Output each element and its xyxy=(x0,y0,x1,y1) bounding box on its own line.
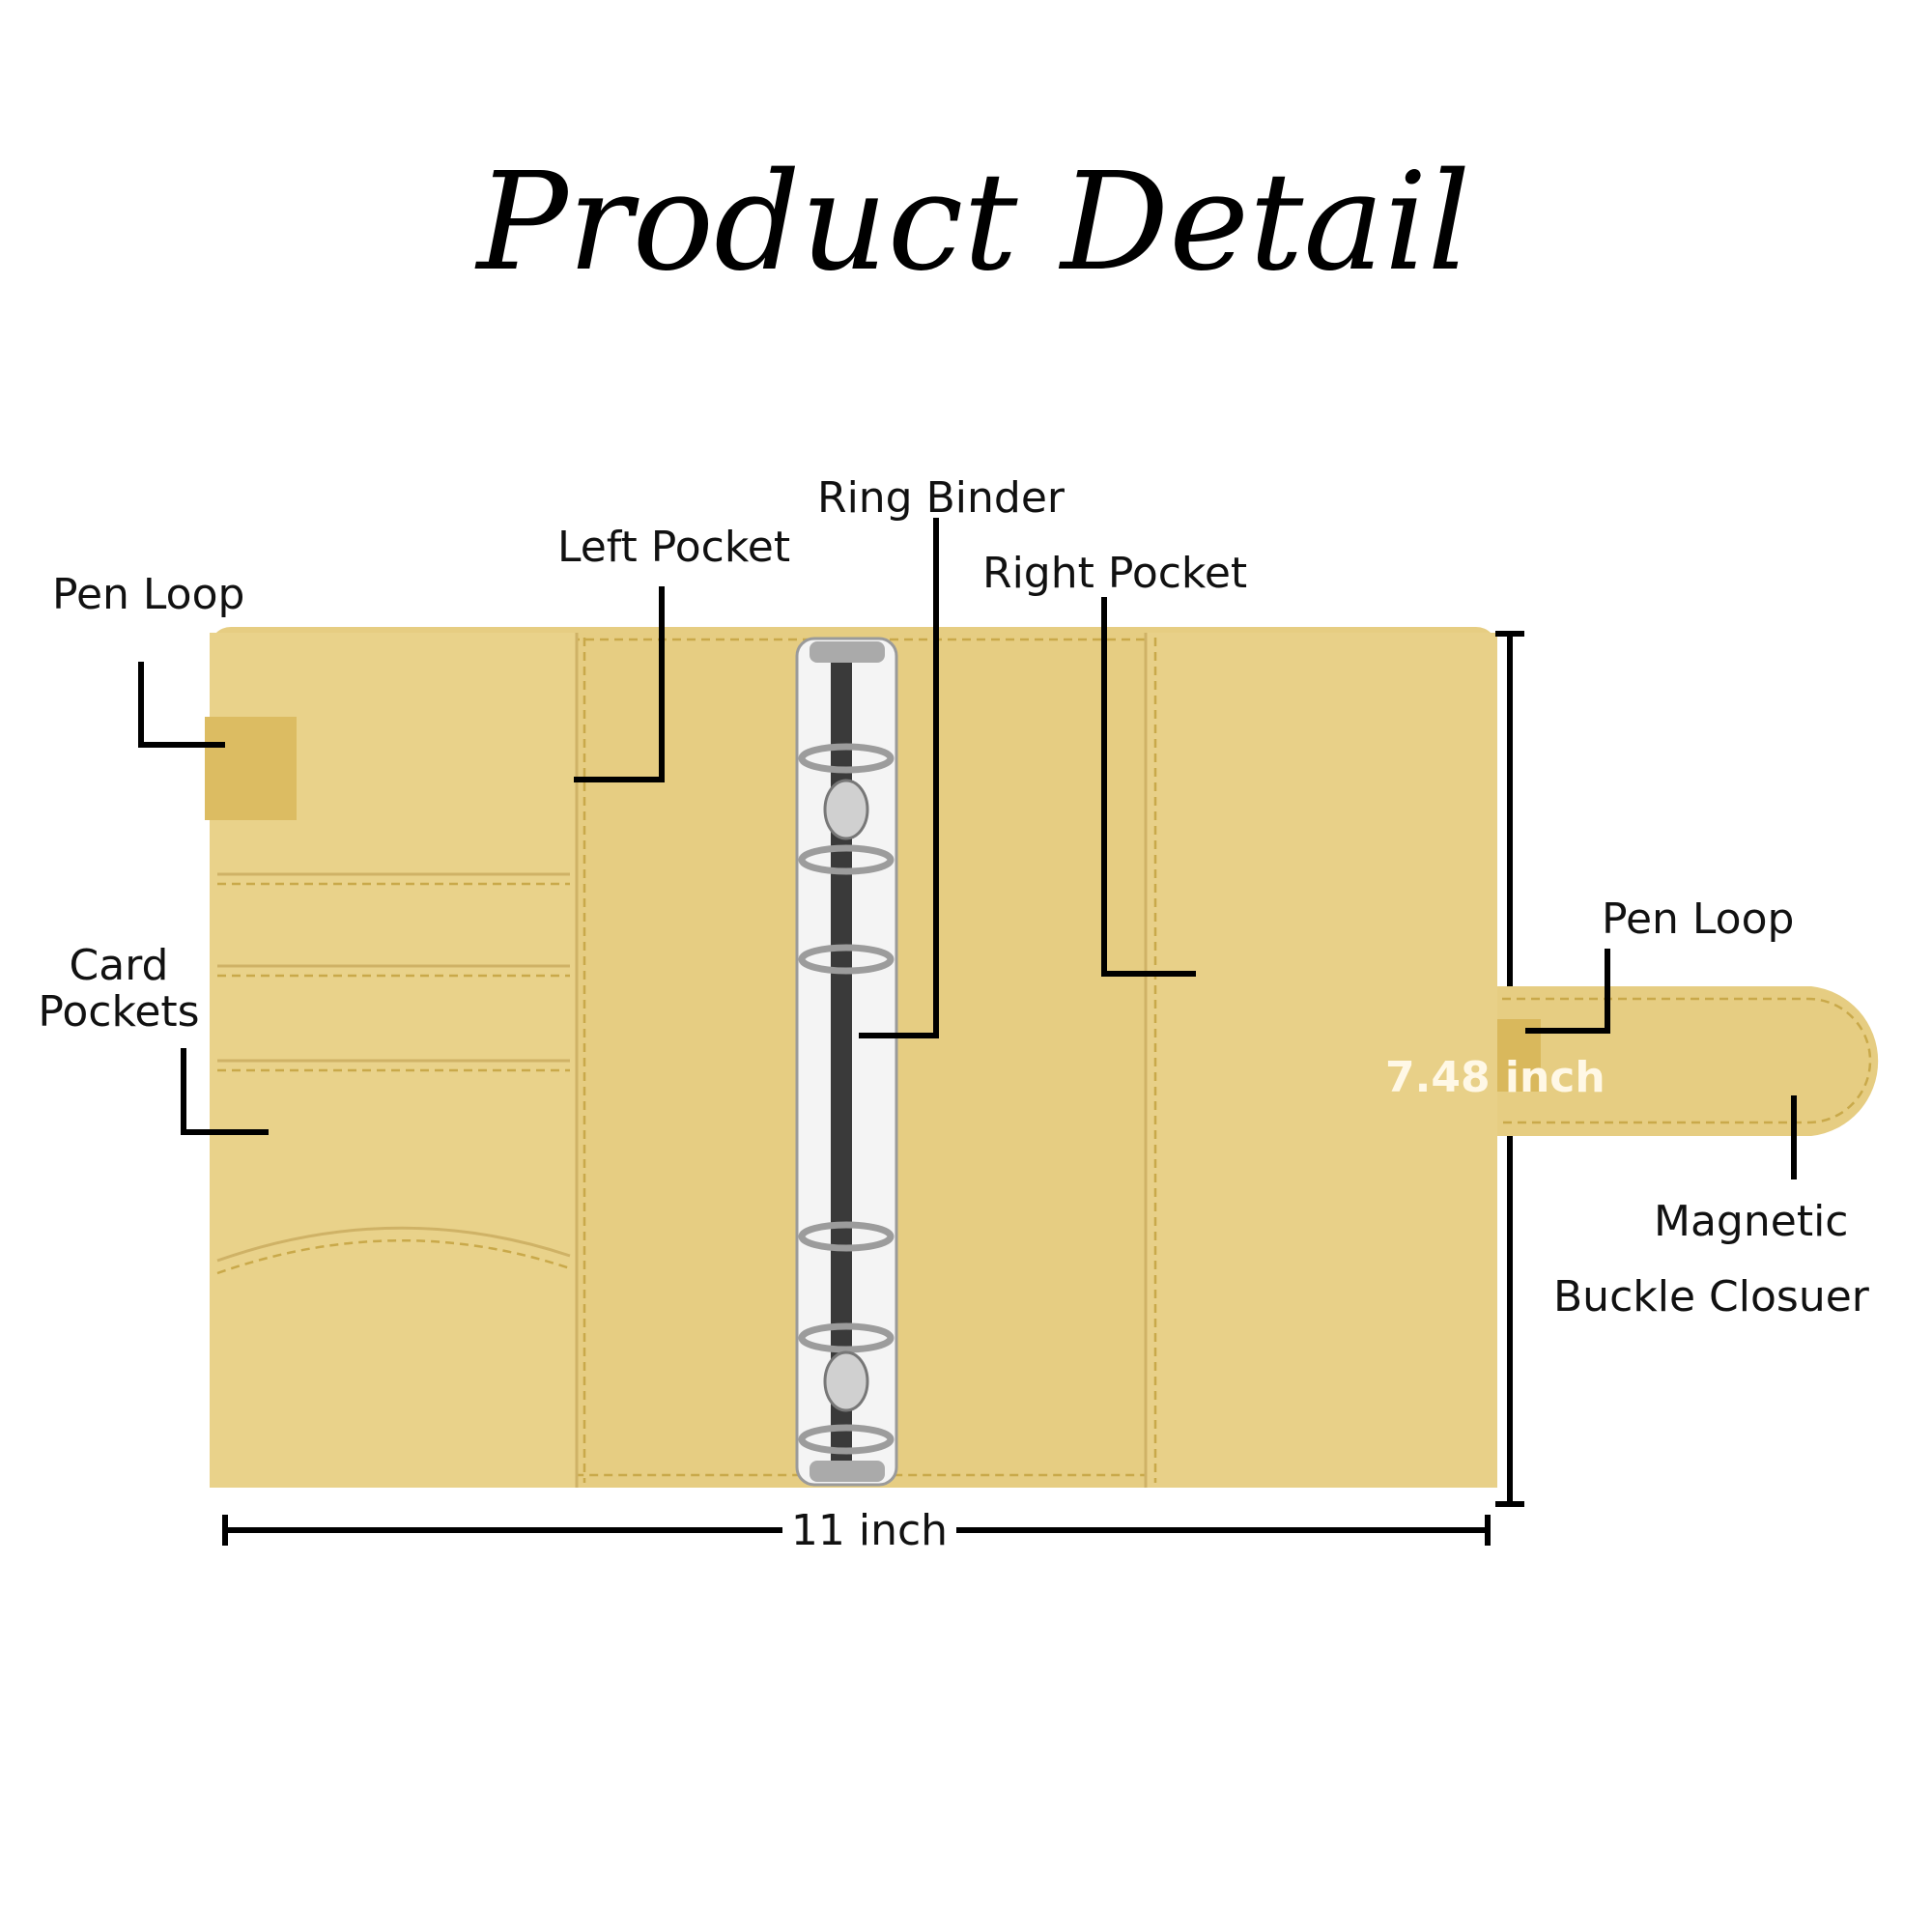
width-dimension: 11 inch xyxy=(222,1506,1491,1555)
pen-loop-left-strap xyxy=(205,717,297,820)
label-left-pocket: Left Pocket xyxy=(557,523,790,572)
label-magnetic-line2: Buckle Closuer xyxy=(1553,1272,1870,1321)
height-dimension: 7.48 inch xyxy=(1385,631,1605,1507)
label-pen-loop-left: Pen Loop xyxy=(52,570,244,619)
label-pen-loop-right: Pen Loop xyxy=(1602,895,1794,944)
card-pockets xyxy=(216,872,571,1275)
ring-mechanism xyxy=(795,637,898,1487)
label-card-pockets-line2: Pockets xyxy=(38,987,199,1037)
label-magnetic-line1: Magnetic xyxy=(1654,1197,1848,1246)
width-label: 11 inch xyxy=(791,1506,948,1555)
magnetic-tab xyxy=(1478,986,1879,1136)
label-card-pockets-line1: Card xyxy=(70,941,169,990)
page-title: Product Detail xyxy=(474,144,1471,301)
height-label: 7.48 inch xyxy=(1385,1053,1605,1102)
binder-illustration xyxy=(205,627,1879,1488)
label-ring-binder: Ring Binder xyxy=(817,473,1065,523)
right-pocket-panel xyxy=(1146,633,1497,1488)
label-right-pocket: Right Pocket xyxy=(982,549,1247,598)
